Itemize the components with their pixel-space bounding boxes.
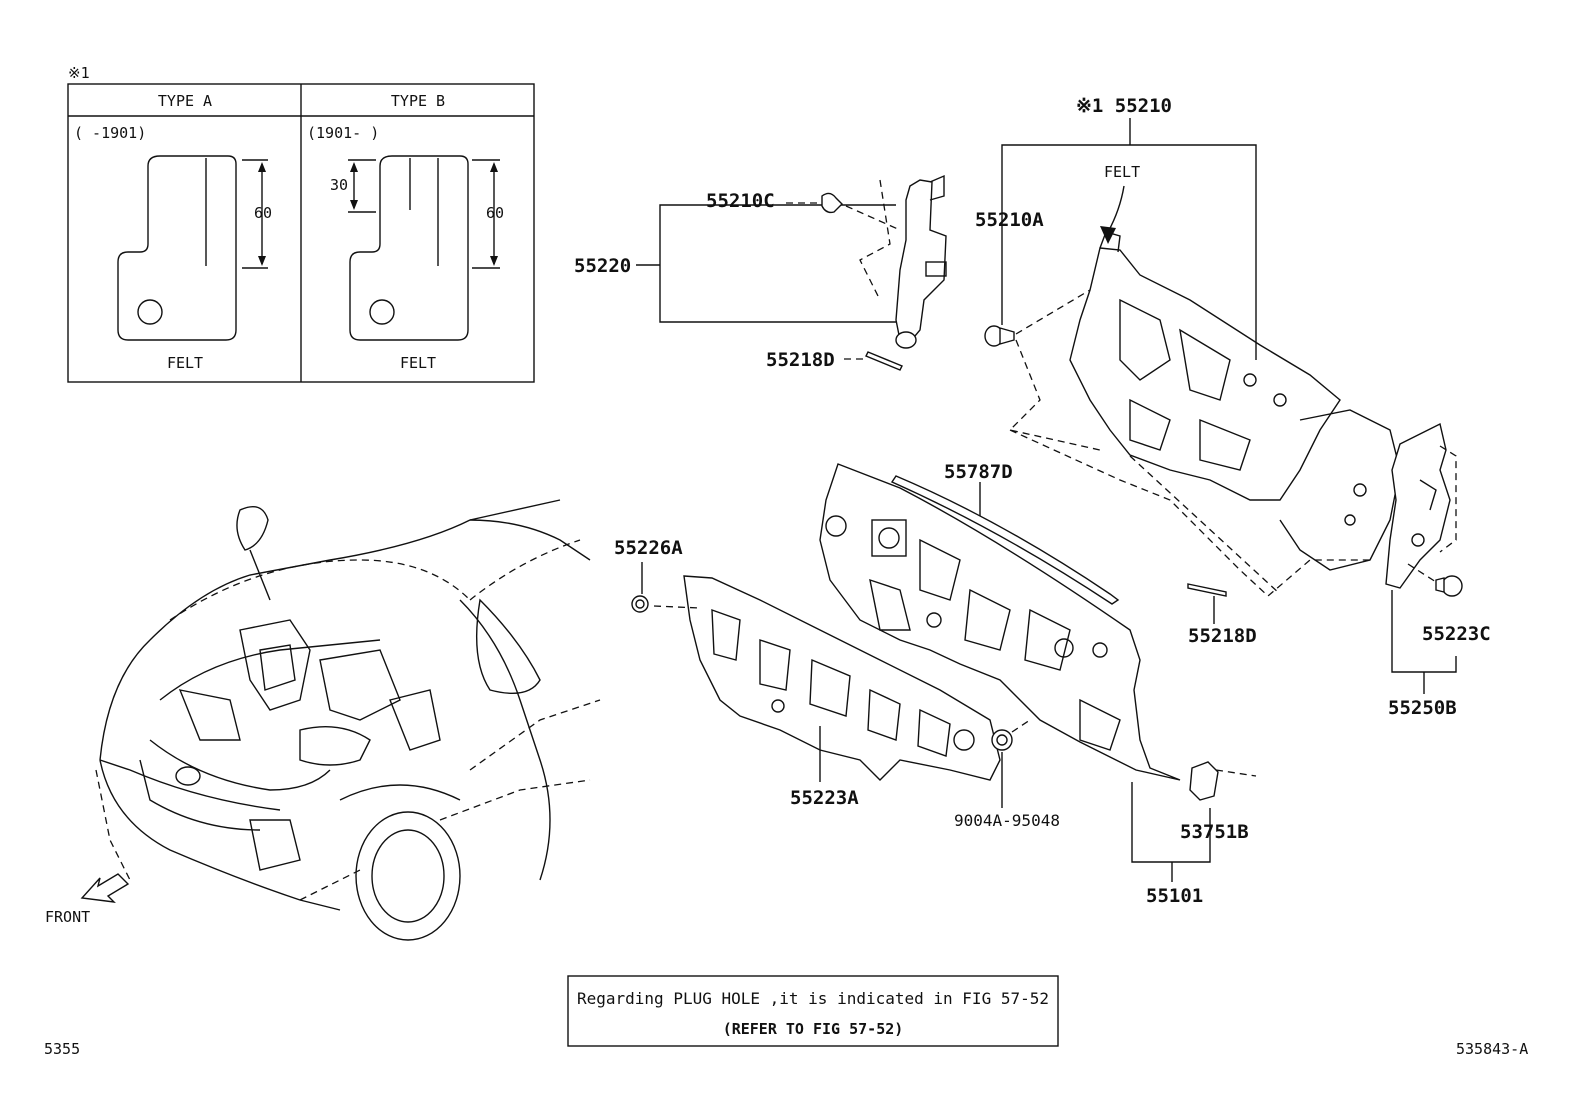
- label-55218D-top: 55218D: [766, 349, 835, 371]
- note-line-1: Regarding PLUG HOLE ,it is indicated in …: [577, 989, 1049, 1008]
- felt-shape-type-b: [349, 155, 469, 341]
- insulator-55223A: [683, 575, 1001, 781]
- label-55210A: 55210A: [975, 209, 1044, 231]
- grommet-55226A: [631, 595, 649, 613]
- vehicle-illustration: [95, 499, 601, 941]
- type-b-dim-60: 60: [486, 204, 504, 222]
- type-b-header: TYPE B: [391, 92, 445, 110]
- label-55250B: 55250B: [1388, 697, 1457, 719]
- page-code: 5355: [44, 1040, 80, 1058]
- type-a-header: TYPE A: [158, 92, 212, 110]
- type-b-material: FELT: [400, 354, 436, 372]
- clip-55223C: [1435, 575, 1463, 597]
- front-arrow-icon: [80, 873, 130, 903]
- seal-55218D-right: [1187, 583, 1227, 597]
- insulator-55210: [1069, 231, 1401, 571]
- clip-55210C: [821, 192, 843, 214]
- label-9004A-95048: 9004A-95048: [954, 811, 1060, 830]
- type-b-range: (1901- ): [307, 124, 379, 142]
- type-b-dim-30: 30: [330, 176, 348, 194]
- grommet-9004A: [991, 729, 1013, 751]
- dash-panel-55101: [819, 463, 1181, 781]
- pad-53751B: [1189, 761, 1219, 801]
- label-55223A: 55223A: [790, 787, 859, 809]
- label-55210: ※1 55210: [1076, 95, 1172, 117]
- figure-code: 535843-A: [1456, 1040, 1528, 1058]
- label-55223C: 55223C: [1422, 623, 1491, 645]
- felt-arrow-label: FELT: [1104, 163, 1140, 181]
- bracket-55220: [895, 174, 947, 349]
- front-direction-arrow: FRONT: [45, 873, 130, 926]
- label-55226A: 55226A: [614, 537, 683, 559]
- label-53751B: 53751B: [1180, 821, 1249, 843]
- panel-55250B: [1385, 422, 1451, 589]
- seal-55787D: [890, 475, 1120, 605]
- front-label: FRONT: [45, 908, 90, 926]
- felt-shape-type-a: [117, 155, 237, 341]
- felt-type-inset: ※1 TYPE A TYPE B ( -1901) (1901- ) 60 FE…: [67, 64, 535, 383]
- inset-ref-mark: ※1: [68, 64, 90, 82]
- label-55210C: 55210C: [706, 190, 775, 212]
- type-a-dim-60: 60: [254, 204, 272, 222]
- clip-55210A: [984, 325, 1015, 347]
- type-a-material: FELT: [167, 354, 203, 372]
- label-55218D-right: 55218D: [1188, 625, 1257, 647]
- label-55101: 55101: [1146, 885, 1203, 907]
- label-55220: 55220: [574, 255, 631, 277]
- note-line-2: (REFER TO FIG 57-52): [723, 1020, 904, 1038]
- plug-hole-note: Regarding PLUG HOLE ,it is indicated in …: [567, 975, 1059, 1047]
- label-55787D: 55787D: [944, 461, 1013, 483]
- seal-55218D-top: [865, 351, 903, 371]
- type-a-range: ( -1901): [74, 124, 146, 142]
